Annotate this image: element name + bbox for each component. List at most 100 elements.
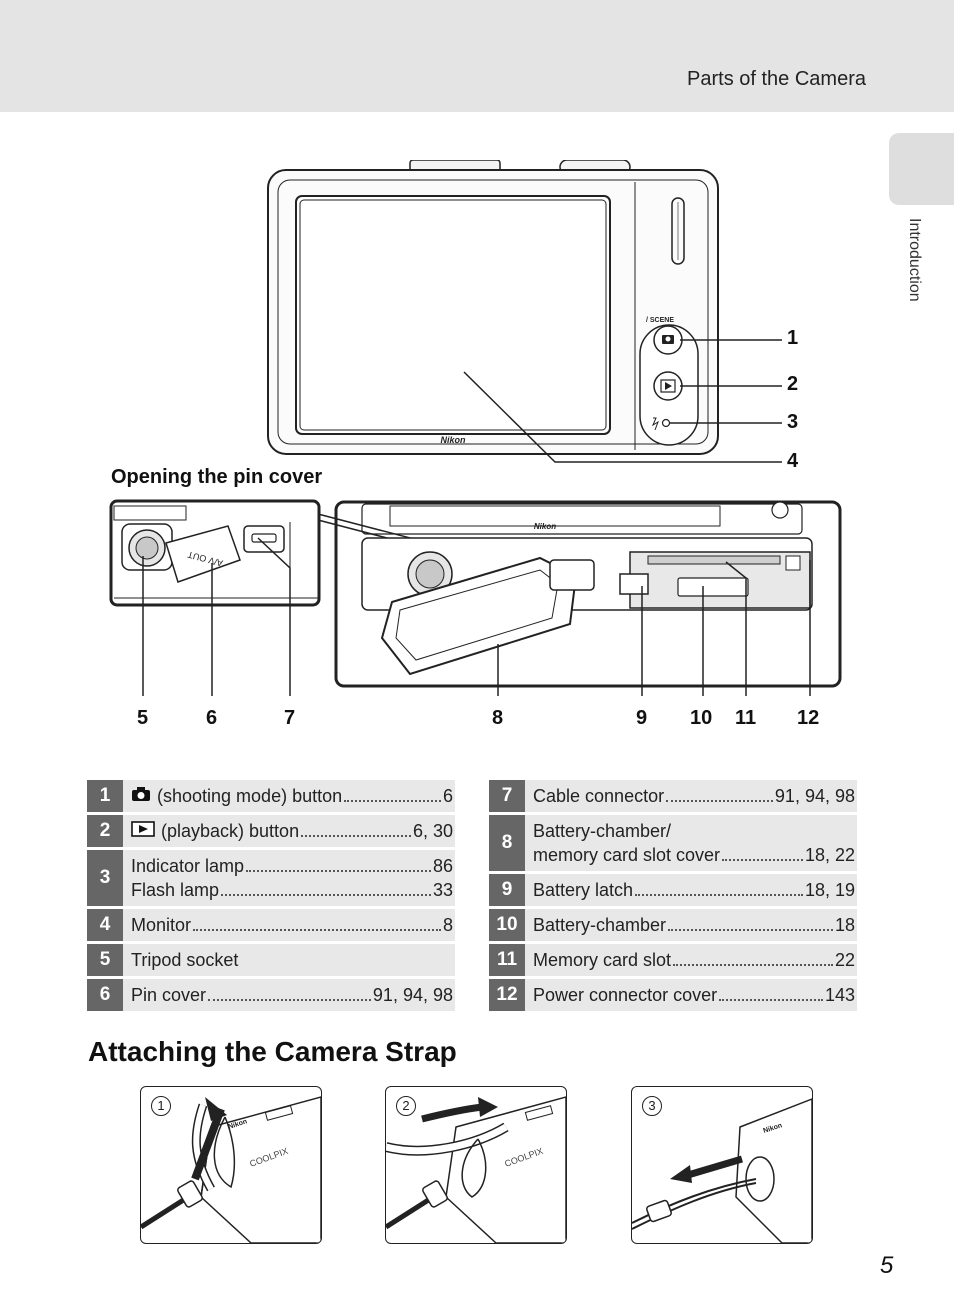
page-ref: 91, 94, 98 bbox=[774, 786, 855, 806]
pin-cover-heading: Opening the pin cover bbox=[111, 466, 323, 488]
parts-table-right: 7 Cable connector 91, 94, 98 8 Battery-c… bbox=[489, 780, 857, 1014]
speaker-grille bbox=[671, 197, 685, 265]
callout-5: 5 bbox=[137, 707, 149, 729]
part-label: Cable connector bbox=[533, 786, 665, 806]
part-label: Battery latch bbox=[533, 880, 634, 900]
part-number: 5 bbox=[87, 942, 123, 979]
part-number: 1 bbox=[87, 780, 123, 815]
strap-step-2-panel: COOLPIX 2 bbox=[385, 1086, 567, 1244]
callout-10: 10 bbox=[690, 707, 713, 729]
part-label: (shooting mode) button bbox=[157, 786, 343, 806]
table-row: 8 Battery-chamber/ memory card slot cove… bbox=[489, 813, 857, 874]
page-ref: 143 bbox=[824, 985, 855, 1005]
strap-step-3-illustration: Nikon bbox=[632, 1098, 812, 1243]
part-number: 9 bbox=[489, 872, 525, 909]
part-number: 6 bbox=[87, 977, 123, 1014]
page-ref: 22 bbox=[834, 950, 855, 970]
strap-cord bbox=[386, 1196, 432, 1230]
strap-step-2-illustration: COOLPIX bbox=[386, 1096, 566, 1243]
header-title: Parts of the Camera bbox=[687, 68, 866, 90]
part-label: Tripod socket bbox=[131, 950, 239, 970]
arrow-up bbox=[191, 1107, 225, 1181]
part-label: Pin cover bbox=[131, 985, 207, 1005]
callout-7: 7 bbox=[284, 707, 296, 729]
page-header-band: Parts of the Camera bbox=[0, 0, 954, 112]
page-ref: 6 bbox=[442, 786, 453, 806]
part-number: 11 bbox=[489, 942, 525, 979]
part-label: Monitor bbox=[131, 915, 192, 935]
callout-12: 12 bbox=[797, 707, 820, 729]
monitor-brand: Nikon bbox=[440, 435, 466, 445]
power-connector-cover bbox=[785, 555, 801, 571]
part-number: 10 bbox=[489, 907, 525, 944]
callout-1: 1 bbox=[787, 327, 799, 349]
section-title: Attaching the Camera Strap bbox=[88, 1036, 457, 1067]
page-ref: 91, 94, 98 bbox=[372, 985, 453, 1005]
table-row: 1 (shooting mode) button 6 bbox=[87, 780, 455, 815]
page-number: 5 bbox=[880, 1252, 894, 1279]
table-row: 4 Monitor 8 bbox=[87, 907, 455, 944]
strap-step-3-panel: Nikon 3 bbox=[631, 1086, 813, 1244]
step-badge-1: 1 bbox=[151, 1096, 171, 1116]
part-label: Flash lamp bbox=[131, 880, 220, 900]
part-number: 7 bbox=[489, 780, 525, 815]
flash-symbol bbox=[651, 417, 659, 431]
page-ref: 6, 30 bbox=[412, 821, 453, 841]
callout-2: 2 bbox=[787, 373, 799, 395]
step-badge-2: 2 bbox=[396, 1096, 416, 1116]
part-label: Power connector cover bbox=[533, 985, 718, 1005]
part-label: Battery-chamber/ bbox=[533, 821, 672, 841]
camera-back-illustration: Nikon / SCENE bbox=[267, 160, 782, 463]
page-ref: 33 bbox=[432, 880, 453, 900]
part-number: 4 bbox=[87, 907, 123, 944]
pin-cover-flap bbox=[165, 525, 241, 583]
strap-cord bbox=[141, 1196, 187, 1230]
table-row: 2 (playback) button 6, 30 bbox=[87, 813, 455, 850]
strap-step-1-illustration: Nikon COOLPIX bbox=[141, 1096, 321, 1243]
mode-label: / SCENE bbox=[646, 317, 674, 324]
table-row: 9 Battery latch 18, 19 bbox=[489, 872, 857, 909]
part-label: Battery-chamber bbox=[533, 915, 667, 935]
callout-9: 9 bbox=[636, 707, 648, 729]
camera-icon bbox=[131, 784, 151, 808]
part-label: Indicator lamp bbox=[131, 856, 245, 876]
part-number: 2 bbox=[87, 813, 123, 850]
table-row: 11 Memory card slot 22 bbox=[489, 942, 857, 979]
pin-brand: Nikon bbox=[534, 522, 556, 531]
arrow-over bbox=[421, 1103, 483, 1123]
monitor bbox=[299, 199, 607, 431]
page-ref: 8 bbox=[442, 915, 453, 935]
part-number: 12 bbox=[489, 977, 525, 1014]
strap-cord bbox=[632, 1178, 757, 1224]
callout-4: 4 bbox=[787, 450, 799, 472]
strap-step-1-panel: Nikon COOLPIX 1 bbox=[140, 1086, 322, 1244]
cable-connector bbox=[251, 533, 277, 543]
table-row: 12 Power connector cover 143 bbox=[489, 977, 857, 1014]
callout-3: 3 bbox=[787, 411, 799, 433]
page-ref: 18, 22 bbox=[804, 845, 855, 865]
battery-latch bbox=[619, 573, 649, 595]
callout-11: 11 bbox=[735, 707, 757, 729]
indicator-lamp bbox=[661, 418, 671, 428]
part-label: (playback) button bbox=[161, 821, 300, 841]
step-badge-3: 3 bbox=[642, 1096, 662, 1116]
page-ref: 18 bbox=[834, 915, 855, 935]
callout-6: 6 bbox=[206, 707, 218, 729]
callout-8: 8 bbox=[492, 707, 504, 729]
table-row: 10 Battery-chamber 18 bbox=[489, 907, 857, 944]
battery-cover-door bbox=[380, 556, 578, 676]
page-ref: 86 bbox=[432, 856, 453, 876]
pin-cover-illustration: A/V OUT Nikon bbox=[109, 499, 842, 696]
table-row: 3 Indicator lamp 86 Flash lamp 33 bbox=[87, 848, 455, 909]
playback-icon bbox=[131, 819, 155, 843]
side-tab-label: Introduction bbox=[906, 218, 923, 302]
part-label: memory card slot cover bbox=[533, 845, 721, 865]
page-ref: 18, 19 bbox=[804, 880, 855, 900]
side-tab bbox=[889, 133, 954, 205]
memory-card-slot bbox=[647, 555, 781, 565]
part-number: 8 bbox=[489, 813, 525, 874]
parts-table-left: 1 (shooting mode) button 6 2 (playback) … bbox=[87, 780, 455, 1014]
part-number: 3 bbox=[87, 848, 123, 909]
part-label: Memory card slot bbox=[533, 950, 672, 970]
arrow-pull bbox=[687, 1155, 743, 1179]
